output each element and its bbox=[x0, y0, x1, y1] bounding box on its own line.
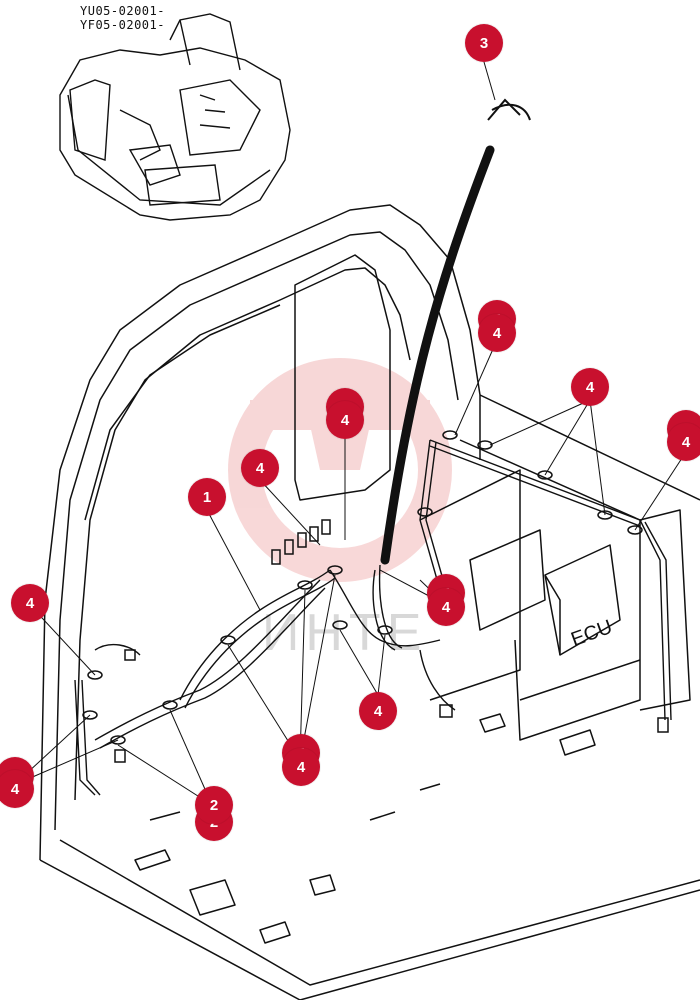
callout-part-4[interactable]: 4 bbox=[571, 368, 609, 406]
serial-number-line-1: YU05-02001- bbox=[80, 4, 165, 18]
machine-overview-sketch bbox=[59, 13, 291, 221]
callout-part-4[interactable]: 4 bbox=[359, 692, 397, 730]
callout-part-4[interactable]: 4 bbox=[11, 584, 49, 622]
callout-part-4[interactable]: 4 bbox=[0, 770, 34, 808]
clamps bbox=[82, 430, 669, 763]
callout-part-4[interactable]: 4 bbox=[326, 401, 364, 439]
callout-part-3[interactable]: 3 bbox=[465, 24, 503, 62]
callout-part-4[interactable]: 4 bbox=[427, 588, 465, 626]
serial-number-line-2: YF05-02001- bbox=[80, 18, 165, 32]
callout-part-1[interactable]: 1 bbox=[188, 478, 226, 516]
callout-part-2[interactable]: 2 bbox=[195, 786, 233, 824]
callout-part-4[interactable]: 4 bbox=[667, 423, 700, 461]
ecu-label: ECU bbox=[568, 616, 615, 651]
main-harness bbox=[380, 98, 531, 565]
callout-part-4[interactable]: 4 bbox=[282, 748, 320, 786]
callout-part-4[interactable]: 4 bbox=[478, 314, 516, 352]
callout-part-4[interactable]: 4 bbox=[241, 449, 279, 487]
cab-frame bbox=[39, 204, 700, 1000]
watermark-text: ИНТЕ bbox=[262, 604, 427, 662]
